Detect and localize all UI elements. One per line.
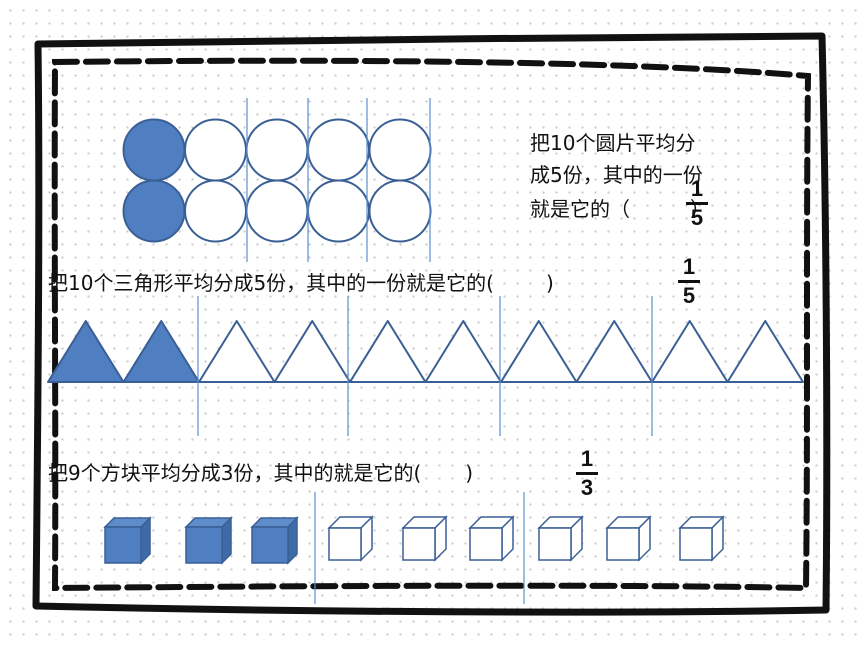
- circles-answer-fraction: 1 5: [686, 178, 708, 229]
- cube-empty: [468, 515, 515, 562]
- triangle-shaded: [122, 320, 200, 383]
- circle-empty: [307, 118, 370, 182]
- fraction-bar: [576, 472, 598, 475]
- cubes-question-prefix: 把9个方块平均分成3份，其中的就是它的(: [48, 461, 422, 485]
- fraction-bar: [686, 202, 708, 205]
- cubes-answer-denominator: 3: [580, 475, 594, 500]
- circle-empty: [368, 179, 432, 243]
- cube-front-face: [538, 527, 572, 561]
- cubes-question-suffix: ): [465, 461, 474, 485]
- cube-empty: [537, 515, 584, 562]
- circle-empty: [368, 118, 432, 182]
- triangle-empty: [198, 320, 276, 383]
- cube-front-face: [328, 527, 362, 561]
- outer-frame: [32, 32, 831, 616]
- cube-front-face: [606, 527, 640, 561]
- circle-shaded: [122, 179, 186, 243]
- cube-group: [103, 515, 725, 565]
- cube-side-face: [221, 516, 232, 565]
- cube-front-face: [185, 526, 223, 564]
- cube-empty: [401, 515, 448, 562]
- circle-empty: [184, 118, 247, 182]
- circle-empty: [245, 118, 309, 182]
- cube-empty: [678, 515, 725, 562]
- circle-empty: [307, 179, 370, 243]
- triangle-empty: [424, 320, 502, 383]
- triangle-empty: [651, 320, 729, 383]
- cube-side-face: [140, 516, 151, 565]
- circles-question-line1: 把10个圆片平均分: [530, 131, 696, 155]
- triangles-question-suffix: ): [545, 271, 554, 295]
- cubes-question: 把9个方块平均分成3份，其中的就是它的(): [48, 458, 473, 488]
- cube-front-face: [104, 526, 142, 564]
- triangles-answer-fraction: 1 5: [678, 256, 700, 307]
- triangle-shaded: [47, 320, 125, 383]
- inner-dashed-frame: [51, 57, 812, 592]
- circles-question-line3: 就是它的（）: [530, 194, 710, 224]
- cube-front-face: [402, 527, 436, 561]
- cube-empty: [327, 515, 374, 562]
- cube-front-face: [679, 527, 713, 561]
- triangle-group: [47, 320, 804, 383]
- triangles-answer-denominator: 5: [682, 283, 696, 308]
- triangles-answer-numerator: 1: [682, 254, 696, 279]
- triangle-empty: [349, 320, 427, 383]
- cube-shaded: [184, 516, 233, 565]
- circles-answer-denominator: 5: [690, 205, 704, 230]
- circle-shaded: [122, 118, 186, 182]
- circles-question-line2: 成5份，其中的一份: [530, 163, 703, 187]
- cube-side-face: [287, 516, 298, 565]
- cube-front-face: [251, 526, 289, 564]
- circle-empty: [245, 179, 309, 243]
- fraction-bar: [678, 280, 700, 283]
- cube-empty: [605, 515, 652, 562]
- triangle-empty: [726, 320, 804, 383]
- cubes-answer-fraction: 1 3: [576, 448, 598, 499]
- circle-group: [122, 118, 432, 243]
- cubes-answer-numerator: 1: [580, 446, 594, 471]
- cube-front-face: [469, 527, 503, 561]
- triangle-empty: [500, 320, 578, 383]
- circles-question-prefix: 就是它的（: [530, 197, 630, 221]
- triangles-question-prefix: 把10个三角形平均分成5份，其中的一份就是它的(: [48, 271, 494, 295]
- divider-lines: [197, 98, 653, 604]
- cube-shaded: [250, 516, 299, 565]
- triangles-question: 把10个三角形平均分成5份，其中的一份就是它的(): [48, 268, 554, 298]
- cube-shaded: [103, 516, 152, 565]
- circles-answer-numerator: 1: [690, 176, 704, 201]
- triangle-empty: [273, 320, 351, 383]
- circle-empty: [184, 179, 247, 243]
- triangle-empty: [575, 320, 653, 383]
